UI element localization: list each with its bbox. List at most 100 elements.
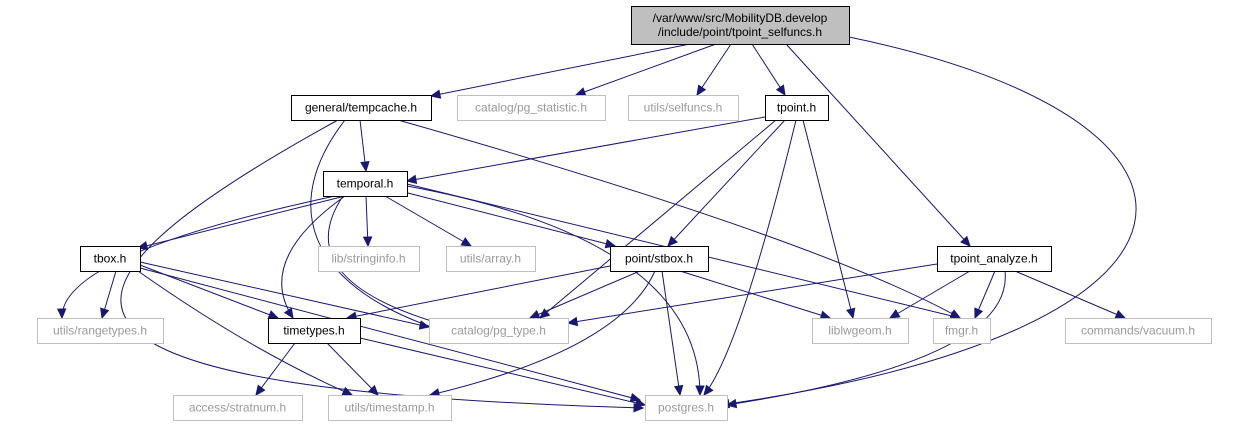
node-array: utils/array.h <box>446 246 536 272</box>
node-selfuncs: utils/selfuncs.h <box>628 95 739 121</box>
node-label: point/stbox.h <box>625 252 693 266</box>
node-label: catalog/pg_type.h <box>451 324 546 338</box>
node-label: tpoint.h <box>777 101 816 115</box>
node-box <box>765 95 829 121</box>
edge-line <box>703 119 797 396</box>
node-fmgr: fmgr.h <box>933 318 991 344</box>
node-liblwgeom: liblwgeom.h <box>812 318 909 344</box>
edge-stbox-to-timestamp <box>428 270 656 398</box>
edge-line <box>326 342 379 396</box>
node-box <box>628 95 739 121</box>
node-label: general/tempcache.h <box>305 101 417 115</box>
edge-line <box>429 270 656 396</box>
edge-line <box>406 185 701 396</box>
node-box <box>812 318 909 344</box>
edge-stbox-to-liblwgeom <box>679 270 832 320</box>
edge-arrowhead <box>100 307 110 320</box>
node-tempcache[interactable]: general/tempcache.h <box>291 95 432 121</box>
node-label: commands/vacuum.h <box>1081 324 1195 338</box>
node-temporal[interactable]: temporal.h <box>323 171 408 197</box>
node-label: catalog/pg_statistic.h <box>475 101 587 115</box>
node-label: postgres.h <box>658 401 714 415</box>
edge-root-to-pg_statistic <box>574 43 717 97</box>
node-box <box>933 318 991 344</box>
node-box <box>1065 318 1212 344</box>
edge-line <box>346 265 611 319</box>
edge-arrowhead <box>362 236 373 248</box>
node-stbox[interactable]: point/stbox.h <box>610 246 709 272</box>
edge-tpoint-to-temporal <box>405 116 766 185</box>
edge-arrowhead <box>566 316 579 327</box>
edge-timetypes-to-postgres <box>359 337 647 408</box>
node-box <box>610 246 709 272</box>
edge-arrowhead <box>429 89 442 99</box>
node-label: tbox.h <box>94 252 127 266</box>
node-label: timetypes.h <box>283 324 344 338</box>
edge-arrowhead <box>460 237 473 247</box>
edge-arrowhead <box>255 384 266 396</box>
node-box <box>37 318 164 344</box>
edge-arrowhead <box>846 307 856 320</box>
edge-arrowhead <box>974 307 984 320</box>
edge-line <box>255 342 296 396</box>
edge-temporal-to-timetypes <box>281 195 346 320</box>
edge-tpoint_analyze-to-liblwgeom <box>888 270 971 319</box>
node-tpoint-analyze[interactable]: tpoint_analyze.h <box>937 246 1052 272</box>
edge-arrowhead <box>418 320 431 330</box>
edge-temporal-to-stringinfo <box>362 195 373 248</box>
node-root[interactable]: /var/www/src/MobilityDB.develop/include/… <box>631 6 850 45</box>
edge-line <box>785 43 971 247</box>
node-box <box>645 395 728 421</box>
node-box <box>268 318 361 344</box>
edge-tempcache-to-fmgr <box>397 119 962 319</box>
edge-tpoint-to-pg_type <box>539 119 777 319</box>
node-box <box>937 246 1052 272</box>
node-box <box>328 395 452 421</box>
edge-arrowhead <box>367 384 379 396</box>
node-label: /var/www/src/MobilityDB.develop <box>653 11 828 25</box>
edge-arrowhead <box>960 235 971 247</box>
edge-arrowhead <box>405 174 418 185</box>
edge-line <box>384 195 472 247</box>
edge-root-to-tpoint_analyze <box>785 43 971 247</box>
edge-arrowhead <box>360 161 370 173</box>
edge-tempcache-to-temporal <box>359 119 370 173</box>
edge-arrowhead <box>539 308 551 319</box>
edge-line <box>430 43 691 97</box>
node-label: access/stratnum.h <box>189 401 286 415</box>
edge-line <box>281 195 346 319</box>
edge-arrowhead <box>888 309 901 319</box>
edge-line <box>667 119 786 247</box>
node-label: fmgr.h <box>945 324 978 338</box>
edge-tpoint_analyze-to-pg_type <box>566 263 938 327</box>
edge-arrowhead <box>703 384 714 396</box>
edge-arrowhead <box>634 398 647 408</box>
edge-tpoint-to-postgres <box>703 119 797 396</box>
edge-line <box>539 119 777 319</box>
edge-line <box>1014 270 1126 319</box>
node-box <box>457 95 606 121</box>
node-label: tpoint_analyze.h <box>950 252 1037 266</box>
edge-temporal-to-tbox <box>136 195 346 251</box>
node-box <box>291 95 432 121</box>
edge-arrowhead <box>725 398 738 409</box>
edge-line <box>719 36 1137 406</box>
edge-line <box>139 261 430 328</box>
node-box <box>446 246 536 272</box>
node-label: temporal.h <box>337 177 394 191</box>
edge-arrowhead <box>56 308 67 320</box>
node-timetypes[interactable]: timetypes.h <box>268 318 361 344</box>
node-tpoint[interactable]: tpoint.h <box>765 95 829 121</box>
node-vacuum: commands/vacuum.h <box>1065 318 1212 344</box>
edge-tpoint-to-stbox <box>667 119 786 247</box>
node-label: utils/rangetypes.h <box>53 324 147 338</box>
edge-line <box>696 43 732 96</box>
edge-arrowhead <box>283 307 294 320</box>
edge-stbox-to-postgres <box>661 270 684 397</box>
edge-line <box>137 270 353 396</box>
edge-arrowhead <box>667 235 678 247</box>
edge-tpoint-to-liblwgeom <box>802 119 856 320</box>
node-label: utils/selfuncs.h <box>644 101 723 115</box>
node-tbox[interactable]: tbox.h <box>80 246 141 272</box>
edge-root-to-tempcache <box>429 43 691 99</box>
